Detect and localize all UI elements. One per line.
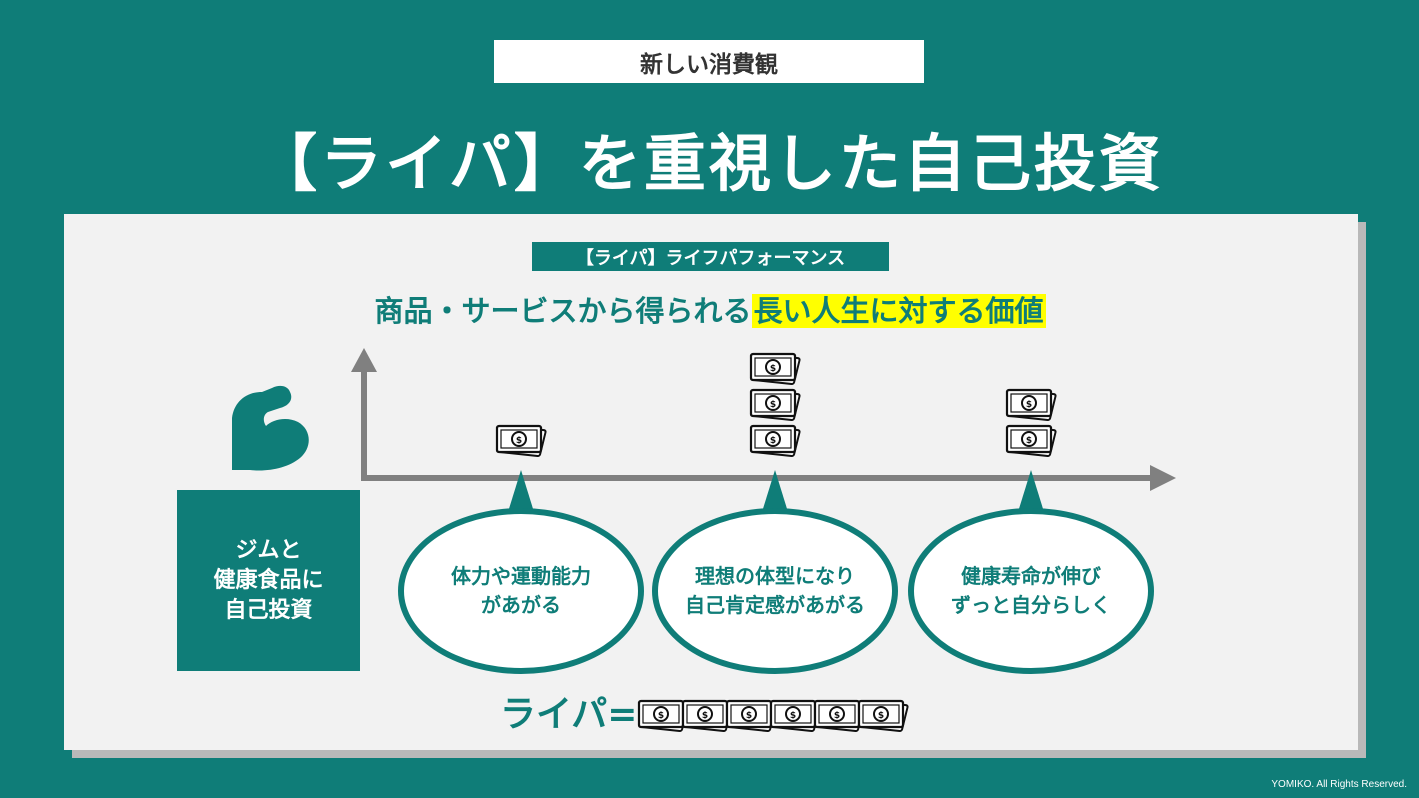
benefit-3-line-2: ずっと自分らしく — [951, 593, 1111, 617]
bills-point-1 — [495, 424, 548, 458]
headline-plain: 商品・サービスから得られる — [374, 294, 752, 328]
investment-line-2: 健康食品に — [213, 567, 324, 593]
flexed-arm-icon — [232, 385, 309, 471]
money-bill-icon — [857, 699, 910, 733]
money-bill-icon — [1005, 424, 1058, 458]
bills-point-2 — [749, 352, 802, 458]
money-bill-icon — [749, 388, 802, 422]
horizontal-axis — [361, 465, 1176, 491]
definition-tag: 【ライパ】ライフパフォーマンス — [532, 242, 889, 271]
benefit-2-line-2: 自己肯定感があがる — [685, 593, 865, 617]
formula-label: ライパ= — [500, 694, 638, 735]
bubble-pointer-1 — [508, 470, 534, 512]
bubble-pointer-2 — [762, 470, 788, 512]
money-bill-icon — [769, 699, 822, 733]
benefit-3-line-1: 健康寿命が伸び — [961, 564, 1101, 588]
benefit-bubble-2: 理想の体型になり 自己肯定感があがる — [652, 508, 898, 674]
headline: 商品・サービスから得られる長い人生に対する価値 — [240, 288, 1180, 334]
copyright: YOMIKO. All Rights Reserved. — [1271, 779, 1407, 790]
section-tag: 新しい消費観 — [494, 40, 924, 83]
definition-tag-text: 【ライパ】ライフパフォーマンス — [575, 247, 846, 269]
money-bill-icon — [495, 424, 548, 458]
benefit-1-line-2: があがる — [481, 593, 561, 617]
benefit-2-line-1: 理想の体型になり — [695, 564, 855, 588]
benefit-bubble-1: 体力や運動能力 があがる — [398, 508, 644, 674]
formula: ライパ= — [500, 690, 913, 740]
money-bill-icon — [637, 699, 690, 733]
money-bill-icon — [1005, 388, 1058, 422]
headline-highlight: 長い人生に対する価値 — [751, 294, 1046, 328]
money-bill-icon — [681, 699, 734, 733]
vertical-axis — [351, 348, 377, 478]
investment-line-1: ジムと — [235, 537, 302, 563]
bills-point-3 — [1005, 388, 1058, 458]
investment-box: ジムと 健康食品に 自己投資 — [177, 490, 360, 671]
investment-line-3: 自己投資 — [224, 597, 313, 623]
money-bill-icon — [749, 424, 802, 458]
benefit-bubble-3: 健康寿命が伸び ずっと自分らしく — [908, 508, 1154, 674]
page-title: 【ライパ】を重視した自己投資 — [255, 127, 1164, 200]
money-bill-icon — [749, 352, 802, 386]
formula-bills — [637, 699, 910, 733]
money-bill-icon — [725, 699, 778, 733]
section-tag-text: 新しい消費観 — [640, 51, 778, 78]
bubble-pointer-3 — [1018, 470, 1044, 512]
money-bill-icon — [813, 699, 866, 733]
benefit-1-line-1: 体力や運動能力 — [451, 564, 591, 588]
